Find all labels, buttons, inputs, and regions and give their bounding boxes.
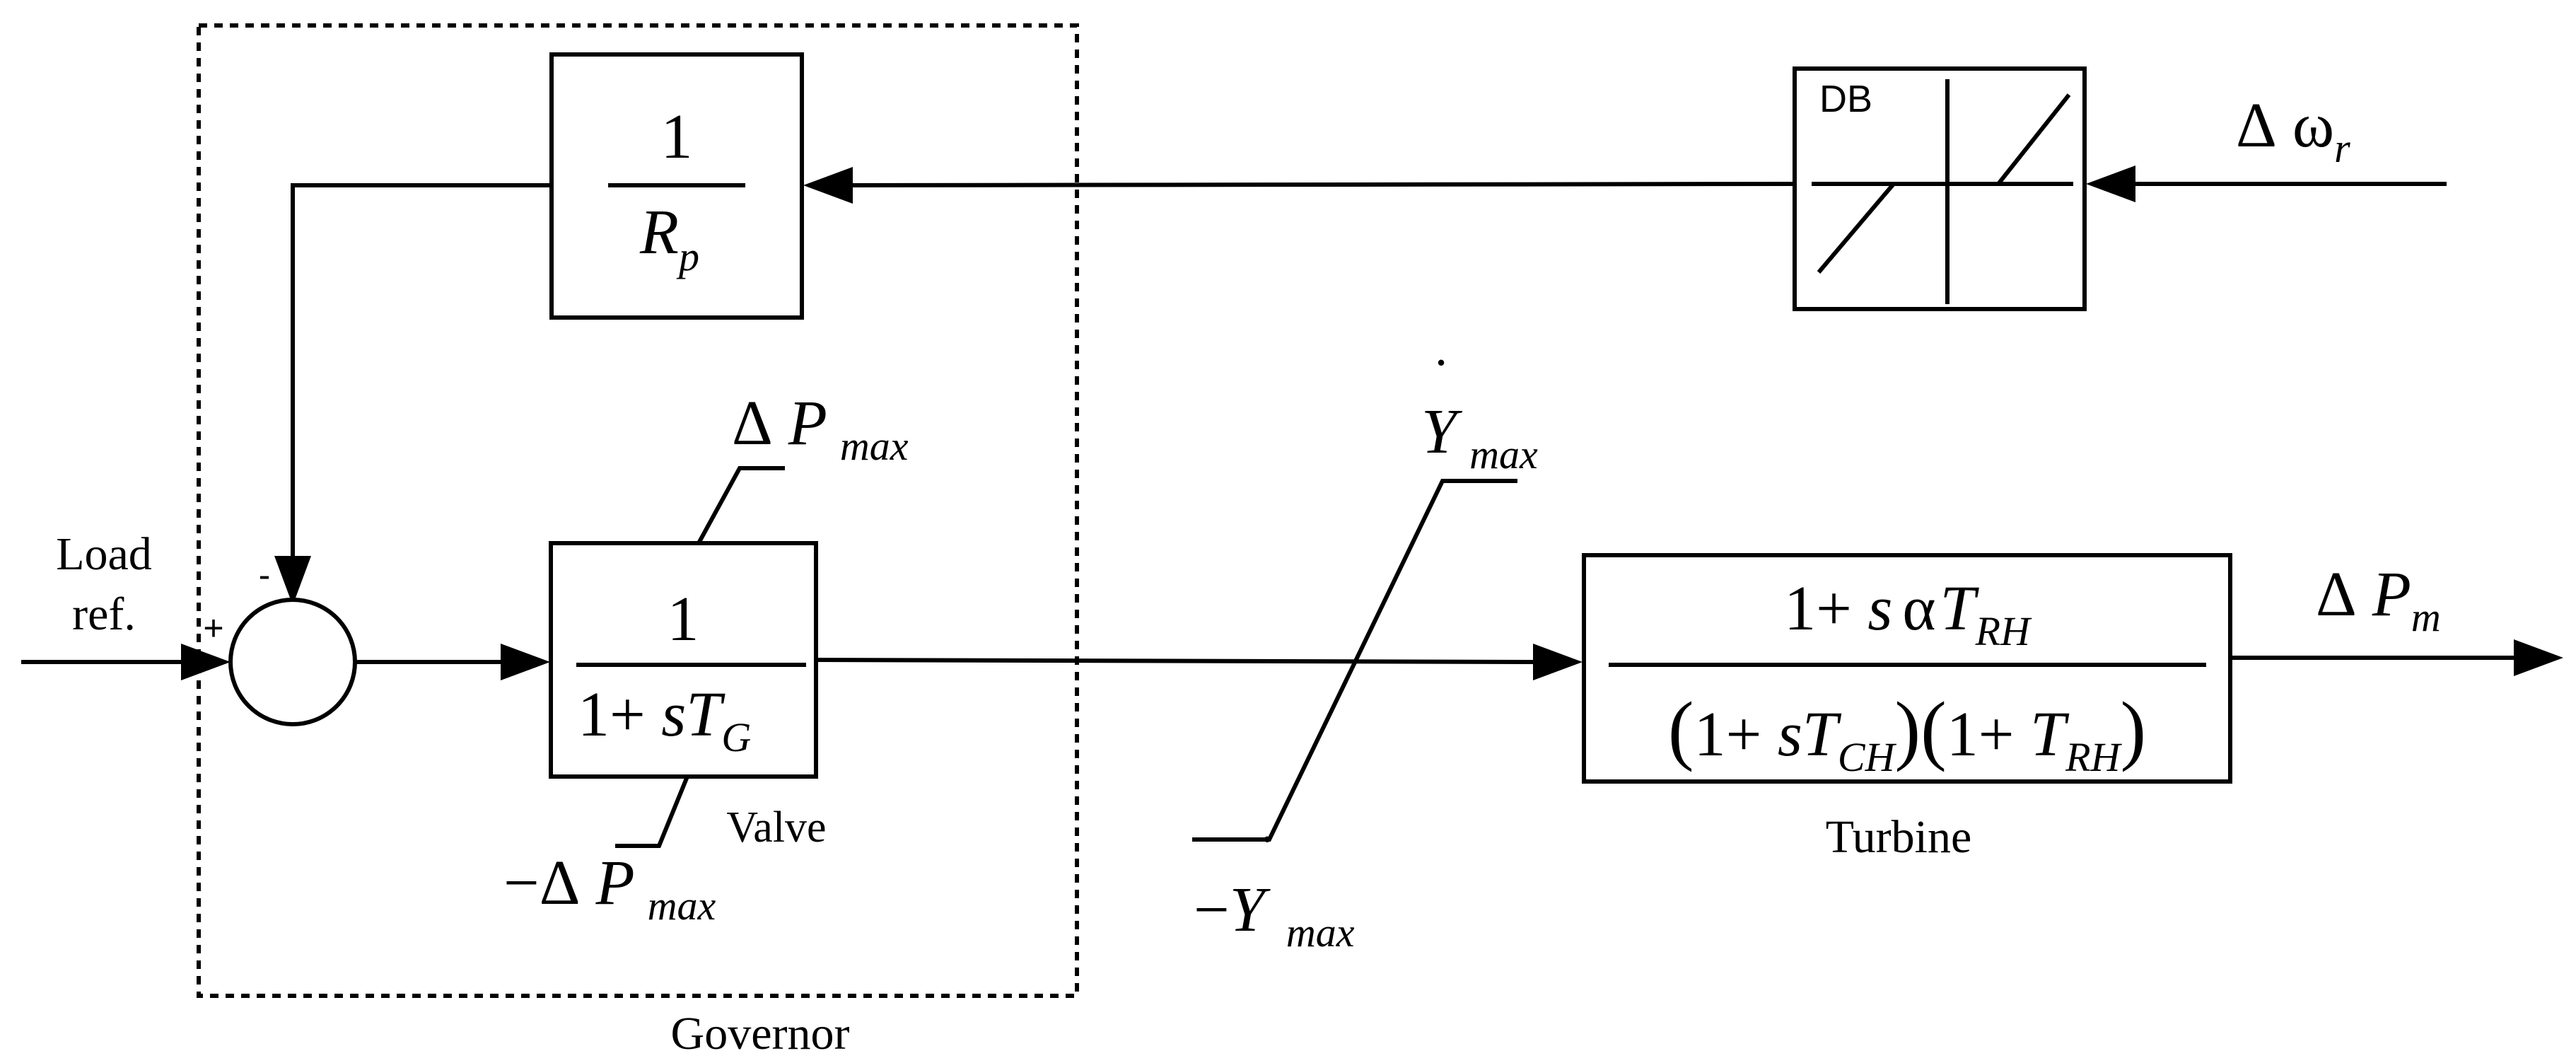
governor-boundary [197, 23, 1079, 998]
feedback-line [844, 182, 1795, 187]
valve-input-arrowhead [501, 644, 550, 680]
summing-minus-sign: - [259, 555, 271, 595]
turbine-label: Turbine [1826, 811, 1972, 863]
summing-plus-sign: + [203, 608, 223, 648]
summing-plus-arrowhead [181, 644, 231, 680]
deadband-input-arrowhead [2086, 165, 2135, 202]
governor-label: Governor [671, 1008, 850, 1059]
droop-numerator: 1 [661, 102, 693, 172]
valve-block [549, 541, 818, 779]
valve-to-turbine-line [815, 658, 1541, 664]
valve-lower-limit-marker [615, 775, 689, 848]
droop-denominator: Rp [639, 197, 699, 279]
rate-lower-dot: ˙ [1258, 825, 1277, 887]
deadband-block [1793, 66, 2087, 311]
load-ref-label-line1: Load [56, 528, 152, 580]
rate-limiter-characteristic [1192, 479, 1517, 842]
turbine-input-arrowhead [1533, 644, 1583, 680]
load-ref-label-line2: ref. [72, 588, 136, 640]
valve-upper-limit-marker [697, 466, 785, 545]
droop-input-arrowhead [803, 167, 853, 204]
deadband-label: DB [1819, 78, 1872, 120]
droop-output-line [291, 183, 552, 566]
summing-minus-arrowhead [274, 556, 311, 605]
summing-junction [228, 598, 357, 726]
valve-numerator: 1 [668, 584, 699, 654]
valve-label: Valve [726, 803, 826, 852]
rate-upper-dot: ˙ [1432, 348, 1451, 410]
deadband-lower-segment [1817, 182, 1896, 274]
turbine-denominator: (1+ sTCH)(1+ TRH) [1668, 686, 2146, 780]
turbine-block [1582, 553, 2232, 784]
valve-denominator: 1+ sTG [578, 680, 751, 760]
deadband-upper-segment [1996, 93, 2071, 185]
output-arrowhead [2514, 639, 2563, 676]
